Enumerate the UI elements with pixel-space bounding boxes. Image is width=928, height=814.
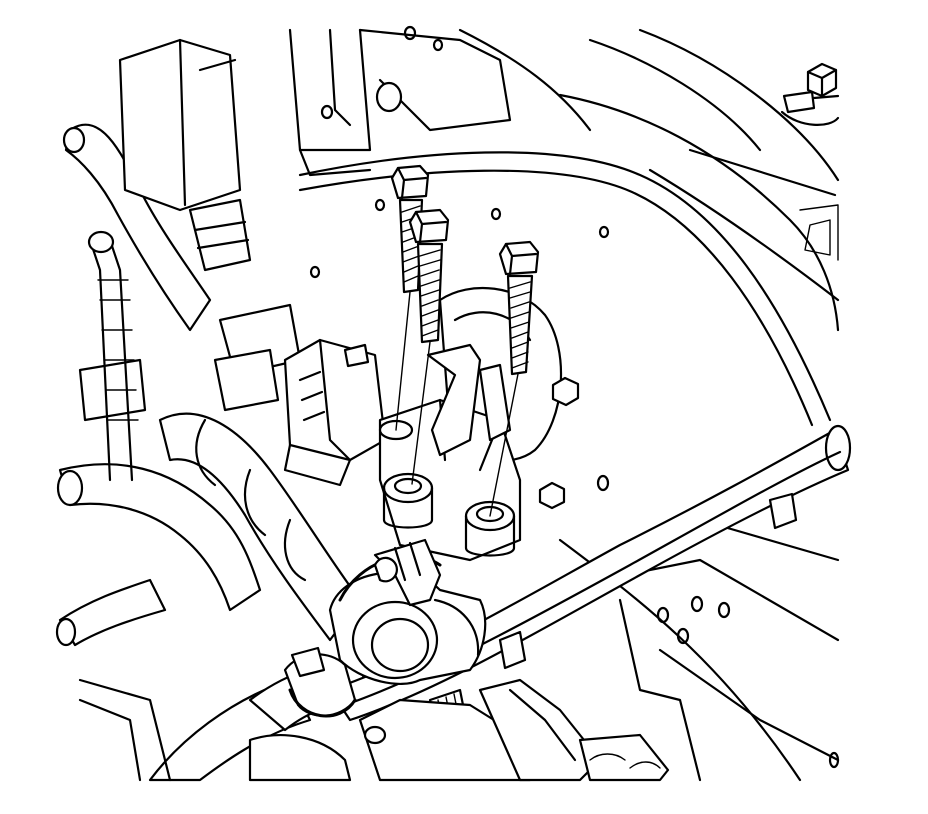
mounting-nut xyxy=(780,62,840,126)
electrical-connector xyxy=(118,38,387,487)
component-bracket xyxy=(378,286,580,562)
bolt-long-center xyxy=(408,208,450,485)
lower-machinery xyxy=(78,678,670,782)
bolt-long-right xyxy=(489,240,540,517)
hose-clamp xyxy=(283,538,487,718)
